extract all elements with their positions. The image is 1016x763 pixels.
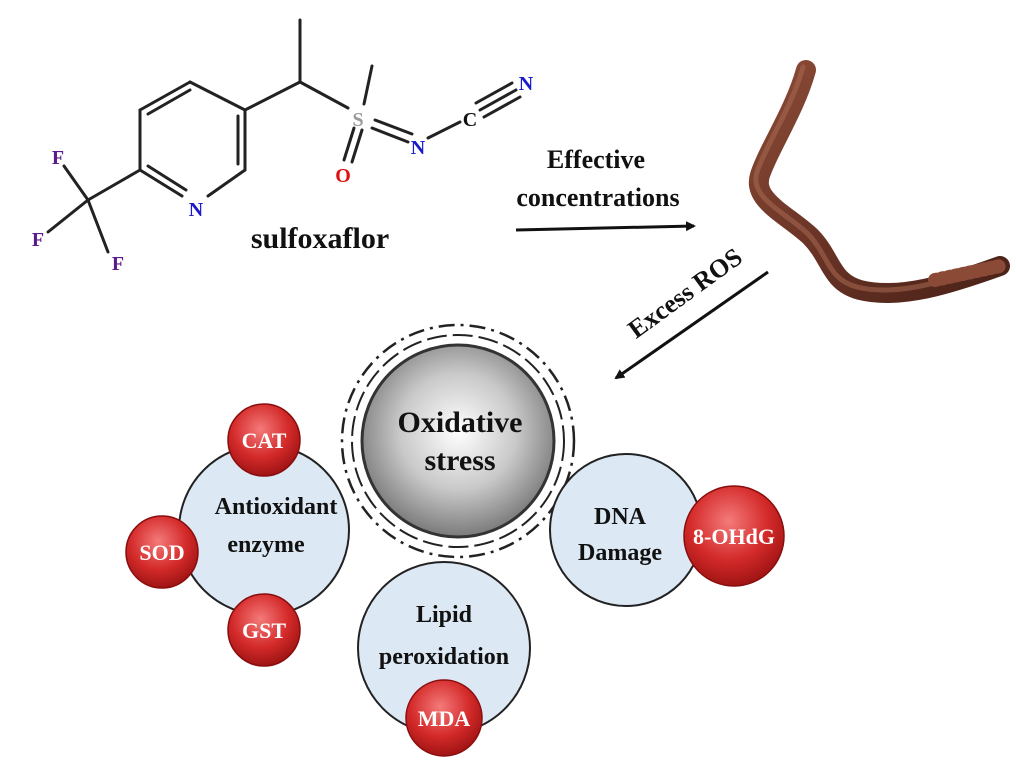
8-ohdg-marker [683, 485, 785, 587]
cf3-bond [46, 198, 90, 234]
antioxidant-label-line1: Antioxidant [215, 494, 338, 520]
cat-marker-label: CAT [242, 428, 287, 453]
ros-arrow-group: Excess ROS [614, 242, 769, 380]
sod-marker-label: SOD [139, 540, 184, 565]
sn-bond [373, 118, 414, 136]
nitrile-bond [482, 95, 522, 119]
ring-bond [138, 168, 184, 198]
dna-label-line2: Damage [578, 540, 662, 566]
lipid-label-line1: Lipid [416, 602, 473, 628]
sn-bond [370, 126, 410, 144]
lipid-label-line2: peroxidation [379, 644, 509, 670]
ring-bond [146, 164, 188, 192]
chain-bond [243, 80, 302, 112]
cf3-bond [86, 198, 110, 254]
cat-marker [227, 403, 301, 477]
ring-nitrogen-atom: N [189, 199, 204, 221]
earthworm-icon [748, 60, 1010, 304]
lipid-peroxidation-node: Lipid peroxidation MDA [357, 561, 531, 757]
nitrile-carbon-atom: C [463, 109, 477, 131]
center-label-line2: stress [424, 444, 495, 477]
so-bond [342, 126, 356, 162]
effective-label-line2: concentrations [516, 183, 679, 212]
nitrile-nitrogen-atom: N [519, 73, 534, 95]
cf3-bond [86, 168, 142, 202]
dna-bubble [549, 453, 703, 607]
cf3-bond [62, 164, 90, 202]
gst-marker-label: GST [242, 618, 286, 643]
fluorine-atom: F [52, 147, 64, 169]
ring-bond [138, 80, 192, 112]
outer-dashdot-ring [340, 323, 576, 559]
nitrile-bond [478, 88, 518, 112]
so-bond [350, 128, 364, 164]
effective-arrow [515, 221, 696, 232]
sulfur-atom: S [352, 109, 363, 131]
mda-marker [405, 679, 483, 757]
fluorine-atom: F [112, 253, 124, 275]
dna-label-line1: DNA [594, 504, 647, 530]
s-methyl-bond [362, 64, 374, 106]
nc-bond [426, 120, 462, 140]
sod-marker [125, 515, 199, 589]
effective-label-line1: Effective [547, 145, 645, 174]
antioxidant-label-line2: enzyme [227, 532, 305, 558]
center-label-line1: Oxidative [398, 406, 523, 439]
chain-bond [298, 80, 350, 110]
stress-sphere [360, 343, 556, 539]
oxygen-atom: O [335, 165, 351, 187]
gst-marker [227, 593, 301, 667]
compound-name: sulfoxaflor [251, 222, 389, 255]
mda-marker-label: MDA [418, 706, 471, 731]
dna-damage-node: DNA Damage 8-OHdG [549, 453, 785, 607]
ring-bond [206, 168, 247, 198]
ring-bond [188, 80, 247, 112]
ros-arrow [614, 270, 769, 380]
sulfoxaflor-structure [46, 18, 522, 254]
ring-bond [146, 88, 192, 116]
8-ohdg-marker-label: 8-OHdG [693, 524, 775, 549]
oxidative-stress-node: Oxidative stress [340, 323, 576, 559]
fluorine-atom: F [32, 229, 44, 251]
inner-dash-ring [351, 334, 565, 548]
nitrile-bond [474, 81, 514, 105]
imine-nitrogen-atom: N [411, 137, 426, 159]
antioxidant-enzyme-node: Antioxidant enzyme CAT SOD GST [125, 403, 350, 667]
